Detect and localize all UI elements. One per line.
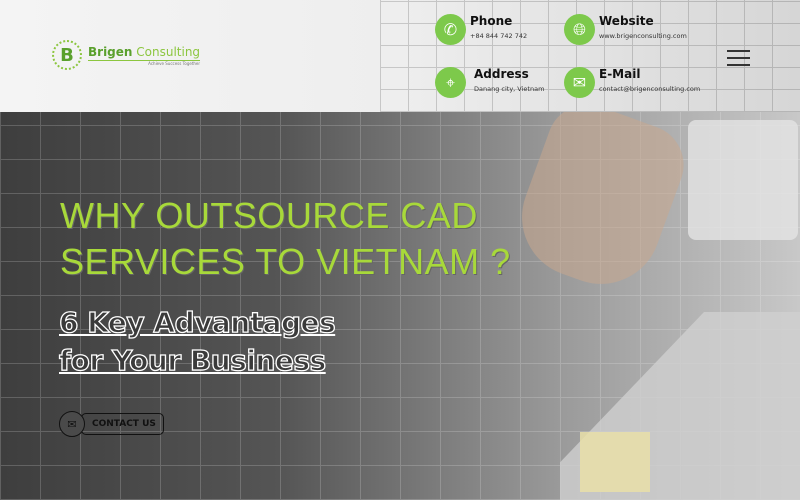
contact-us-button[interactable]: ✉ CONTACT US bbox=[59, 411, 164, 437]
brand-logo[interactable]: B Brigen Consulting Achieve Success Toge… bbox=[52, 40, 201, 70]
contact-phone[interactable]: ✆ Phone +84 844 742 742 bbox=[435, 14, 527, 45]
contact-value: +84 844 742 742 bbox=[470, 32, 528, 40]
logo-mark-icon: B bbox=[52, 40, 82, 70]
sticky-note-image bbox=[580, 432, 650, 492]
mail-icon: ✉ bbox=[564, 67, 595, 98]
contact-value: Danang city, Vietnam bbox=[474, 85, 545, 93]
contact-website[interactable]: 🌐︎ Website www.brigenconsulting.com bbox=[564, 14, 687, 45]
globe-icon: 🌐︎ bbox=[564, 14, 595, 45]
logo-tagline: Achieve Success Together bbox=[88, 59, 201, 66]
calculator-image bbox=[688, 120, 798, 240]
contact-label: Phone bbox=[470, 14, 513, 28]
mail-icon: ✉ bbox=[59, 411, 85, 437]
contact-label: Website bbox=[599, 14, 654, 28]
logo-name: Brigen Consulting bbox=[88, 44, 201, 59]
contact-address[interactable]: ⌖ Address Danang city, Vietnam bbox=[435, 67, 544, 98]
site-header: B Brigen Consulting Achieve Success Toge… bbox=[0, 0, 800, 112]
contact-email[interactable]: ✉ E-Mail contact@brigenconsulting.com bbox=[564, 67, 700, 98]
contact-label: E-Mail bbox=[599, 67, 641, 81]
phone-icon: ✆ bbox=[435, 14, 466, 45]
contact-us-label[interactable]: CONTACT US bbox=[81, 413, 164, 435]
contact-value: contact@brigenconsulting.com bbox=[599, 85, 701, 93]
map-pin-icon: ⌖ bbox=[435, 67, 466, 98]
contact-label: Address bbox=[474, 67, 529, 81]
contact-value: www.brigenconsulting.com bbox=[599, 32, 687, 40]
hamburger-menu-icon[interactable] bbox=[727, 50, 750, 71]
